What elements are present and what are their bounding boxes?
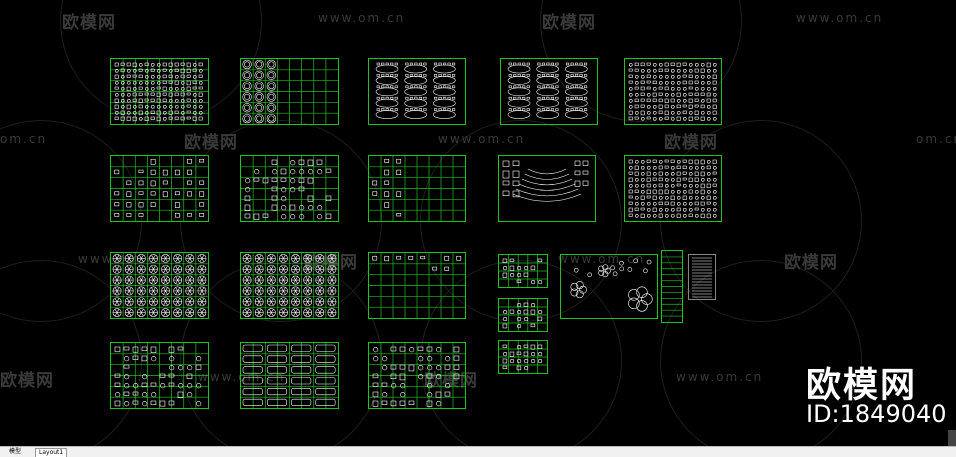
watermark-logo: 欧模网 — [304, 253, 358, 273]
sheet-drawing — [628, 159, 717, 219]
block-legend-list[interactable] — [688, 254, 716, 300]
block-sheet-chairs[interactable] — [110, 155, 209, 222]
watermark-url: www.om.cn — [676, 370, 764, 384]
watermark-logo: 欧模网 — [542, 13, 596, 33]
watermark-url: www.om.cn — [438, 132, 526, 146]
sheet-drawing — [111, 343, 208, 408]
sheet-drawing — [111, 156, 208, 221]
sheet-drawing — [369, 343, 465, 408]
block-sheet-appliances[interactable] — [368, 342, 466, 409]
watermark-url: www.om.cn — [796, 11, 884, 25]
sheet-drawing — [499, 341, 547, 373]
block-sheet-people[interactable] — [368, 252, 466, 319]
watermark-url: om.cn — [916, 132, 956, 146]
block-sheet-landscape[interactable] — [560, 254, 658, 319]
watermark-logo: 欧模网 — [784, 253, 838, 273]
block-sheet-meeting-tables[interactable] — [500, 58, 598, 125]
sheet-drawing — [241, 59, 338, 124]
block-sheet-small-b[interactable] — [498, 298, 548, 332]
watermark-arc — [660, 260, 862, 446]
block-sheet-sanitary[interactable] — [110, 342, 209, 409]
tab-model-space[interactable]: 模型 — [9, 448, 22, 455]
watermark-logo: 欧模网 — [0, 371, 54, 391]
sheet-drawing — [111, 59, 208, 124]
watermark-arc — [180, 260, 382, 446]
block-sheet-dining-sets[interactable] — [110, 58, 209, 125]
sheet-drawing — [369, 156, 465, 221]
watermark-url: om.cn — [0, 132, 48, 146]
sheet-drawing — [628, 62, 717, 121]
scrollbar-corner[interactable] — [948, 430, 956, 446]
watermark-url: www.om.cn — [318, 11, 406, 25]
block-sheet-lounge-furniture[interactable] — [624, 155, 722, 222]
sheet-drawing — [369, 253, 465, 318]
block-sheet-round-tables[interactable] — [240, 58, 339, 125]
block-sheet-small-c[interactable] — [498, 340, 548, 374]
model-id-label: ID:1849040 — [806, 400, 947, 428]
sheet-drawing — [692, 257, 712, 298]
block-sheet-beds[interactable] — [368, 155, 466, 222]
watermark-url: www.om.cn — [558, 252, 646, 266]
cad-model-space[interactable]: 欧模网 www.om.cn 欧模网 www.om.cn om.cn 欧模网 ww… — [0, 0, 956, 446]
tab-layout1[interactable]: Layout1 — [35, 448, 68, 457]
sheet-drawing — [241, 156, 338, 221]
sheet-drawing — [111, 253, 208, 318]
watermark-logo: 欧模网 — [184, 133, 238, 153]
watermark-arc — [420, 260, 622, 446]
watermark-logo: 欧模网 — [62, 13, 116, 33]
block-sheet-auditorium[interactable] — [498, 155, 596, 222]
block-legend-table[interactable] — [661, 250, 683, 323]
watermark-logo: 欧模网 — [664, 133, 718, 153]
block-sheet-sofas[interactable] — [240, 155, 339, 222]
block-sheet-office-furniture[interactable] — [624, 58, 722, 125]
sheet-drawing — [570, 258, 653, 312]
block-sheet-conference-tables[interactable] — [368, 58, 466, 125]
sheet-drawing — [499, 255, 547, 287]
sheet-drawing — [507, 62, 588, 119]
sheet-drawing — [499, 299, 547, 331]
block-sheet-small-a[interactable] — [498, 254, 548, 288]
layout-tab-bar: 模型 Layout1 — [0, 446, 956, 457]
sheet-drawing — [502, 160, 589, 202]
block-sheet-trees[interactable] — [240, 252, 339, 319]
brand-logo: 欧模网 — [806, 366, 918, 406]
sheet-drawing — [241, 253, 338, 318]
sheet-drawing — [662, 256, 682, 317]
sheet-drawing — [375, 62, 456, 119]
block-sheet-plants[interactable] — [110, 252, 209, 319]
block-sheet-vehicles[interactable] — [240, 342, 339, 409]
sheet-drawing — [241, 343, 338, 408]
